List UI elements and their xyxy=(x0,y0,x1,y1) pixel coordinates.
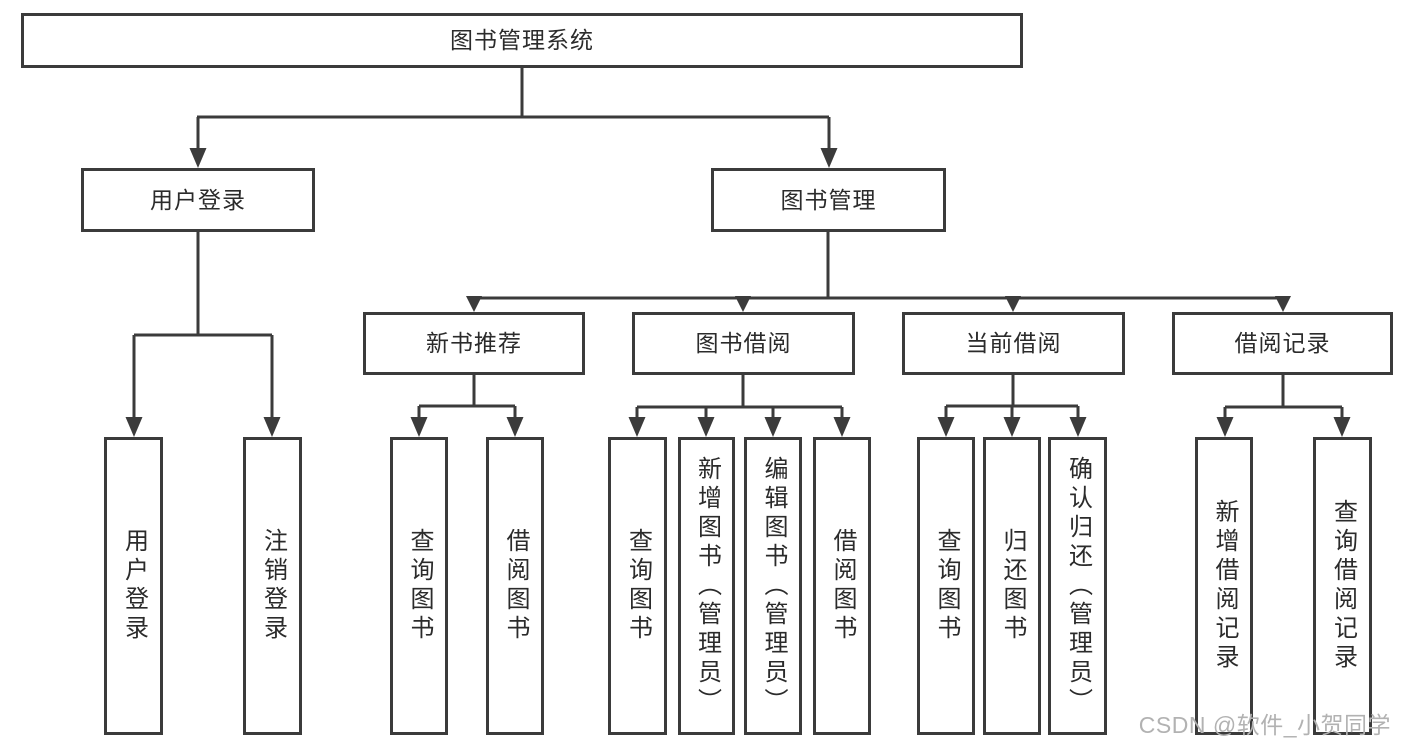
leaf-records-query-borrow-record: 查询借阅记录 xyxy=(1313,437,1372,735)
leaf-current-query-books: 查询图书 xyxy=(917,437,975,735)
node-library-system: 图书管理系统 xyxy=(21,13,1023,68)
node-borrowing-records: 借阅记录 xyxy=(1172,312,1393,375)
leaf-current-confirm-return-admin: 确认归还（管理员） xyxy=(1048,437,1107,735)
node-book-management: 图书管理 xyxy=(711,168,946,232)
leaf-borrowing-add-books-admin: 新增图书（管理员） xyxy=(678,437,735,735)
leaf-borrowing-borrow-books: 借阅图书 xyxy=(813,437,871,735)
leaf-borrowing-edit-books-admin: 编辑图书（管理员） xyxy=(744,437,802,735)
leaf-recommend-query-books: 查询图书 xyxy=(390,437,448,735)
leaf-user-login: 用户登录 xyxy=(104,437,163,735)
node-new-book-recommendation: 新书推荐 xyxy=(363,312,585,375)
node-user-login-branch: 用户登录 xyxy=(81,168,315,232)
leaf-records-add-borrow-record: 新增借阅记录 xyxy=(1195,437,1253,735)
leaf-logout: 注销登录 xyxy=(243,437,302,735)
node-current-borrowing: 当前借阅 xyxy=(902,312,1125,375)
watermark-text: CSDN @软件_小贺同学 xyxy=(1138,712,1391,738)
leaf-current-return-books: 归还图书 xyxy=(983,437,1041,735)
node-book-borrowing: 图书借阅 xyxy=(632,312,855,375)
leaf-recommend-borrow-books: 借阅图书 xyxy=(486,437,544,735)
leaf-borrowing-query-books: 查询图书 xyxy=(608,437,667,735)
